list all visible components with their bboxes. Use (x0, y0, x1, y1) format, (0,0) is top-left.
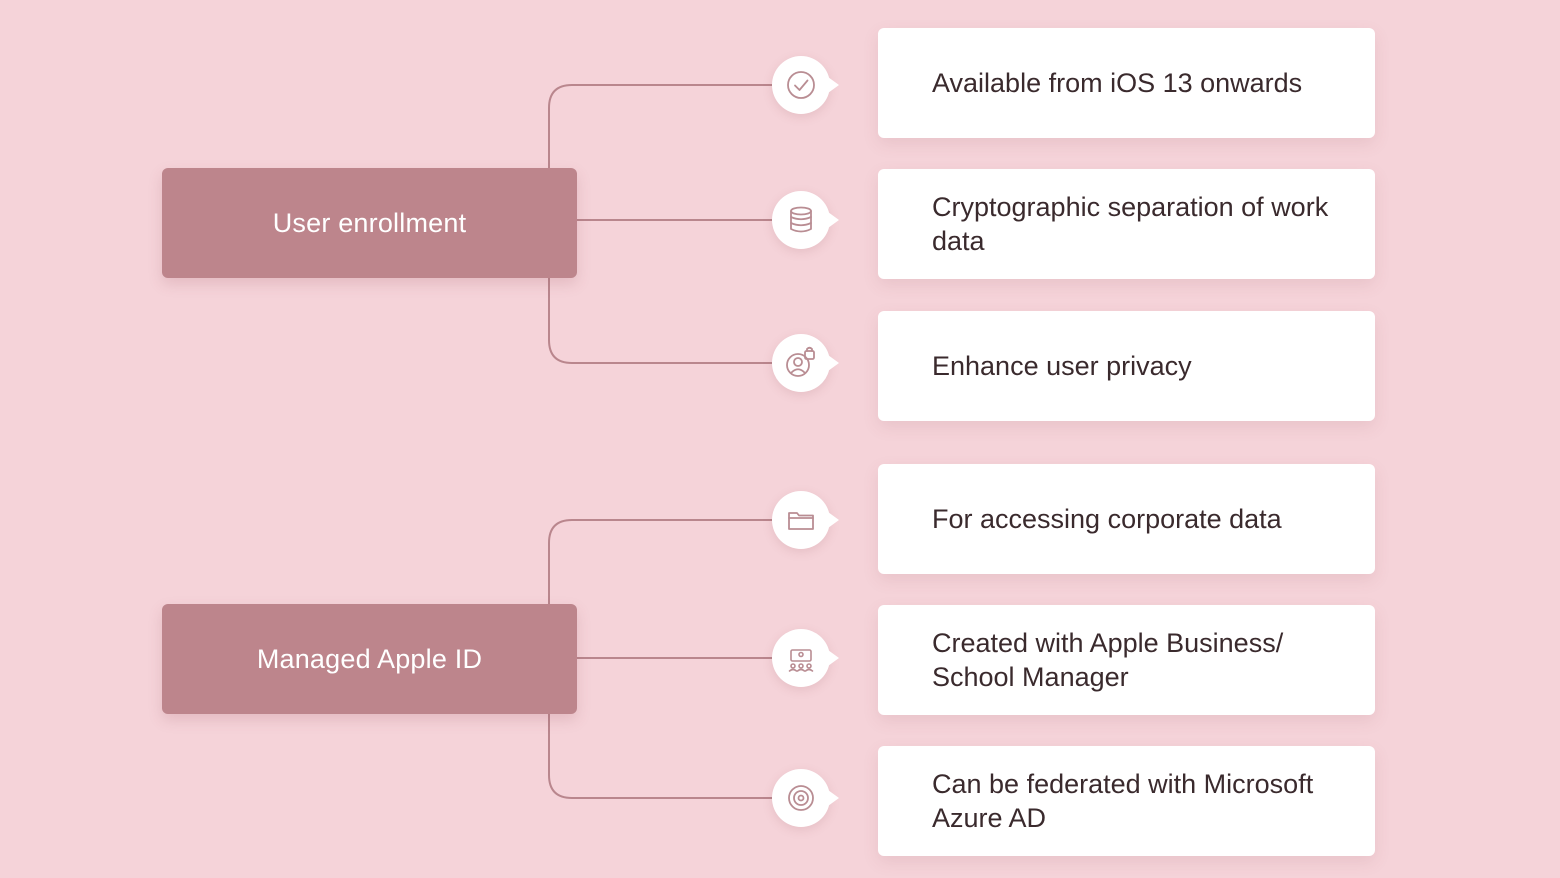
connector-managed-apple-id-top (548, 519, 772, 604)
target-icon (788, 785, 814, 811)
category-user-enrollment: User enrollment (162, 168, 577, 278)
feature-text: For accessing corporate data (932, 504, 1282, 534)
feature-card: Created with Apple Business/ School Mana… (878, 605, 1375, 715)
organization-icon (788, 649, 814, 672)
feature-text: Enhance user privacy (932, 351, 1192, 381)
user-lock-icon (786, 346, 815, 377)
category-label: User enrollment (272, 207, 467, 238)
connector-user-enrollment-top (548, 84, 772, 168)
feature-text: Available from iOS 13 onwards (932, 68, 1303, 98)
feature-icon-bubble (772, 56, 839, 114)
feature-text: Cryptographic separation of work data (932, 192, 1329, 256)
category-managed-apple-id: Managed Apple ID (162, 604, 577, 714)
check-circle-icon (787, 71, 815, 99)
feature-icon-bubble (772, 491, 839, 549)
feature-card: Can be federated with Microsoft Azure AD (878, 746, 1375, 856)
feature-icon-bubble (772, 769, 839, 827)
folder-icon (788, 512, 814, 530)
feature-text: Can be federated with Microsoft Azure AD (932, 769, 1314, 833)
feature-icon-bubble (772, 334, 839, 392)
connector-managed-apple-id-bottom (548, 714, 772, 799)
feature-card: Cryptographic separation of work data (878, 169, 1375, 279)
feature-text: Created with Apple Business/ School Mana… (932, 628, 1284, 692)
feature-card: Enhance user privacy (878, 311, 1375, 421)
feature-card: For accessing corporate data (878, 464, 1375, 574)
feature-icon-bubble (772, 191, 839, 249)
feature-icon-bubble (772, 629, 839, 687)
feature-card: Available from iOS 13 onwards (878, 28, 1375, 138)
database-icon (790, 206, 812, 233)
connector-user-enrollment-bottom (548, 278, 772, 364)
category-label: Managed Apple ID (256, 643, 483, 674)
